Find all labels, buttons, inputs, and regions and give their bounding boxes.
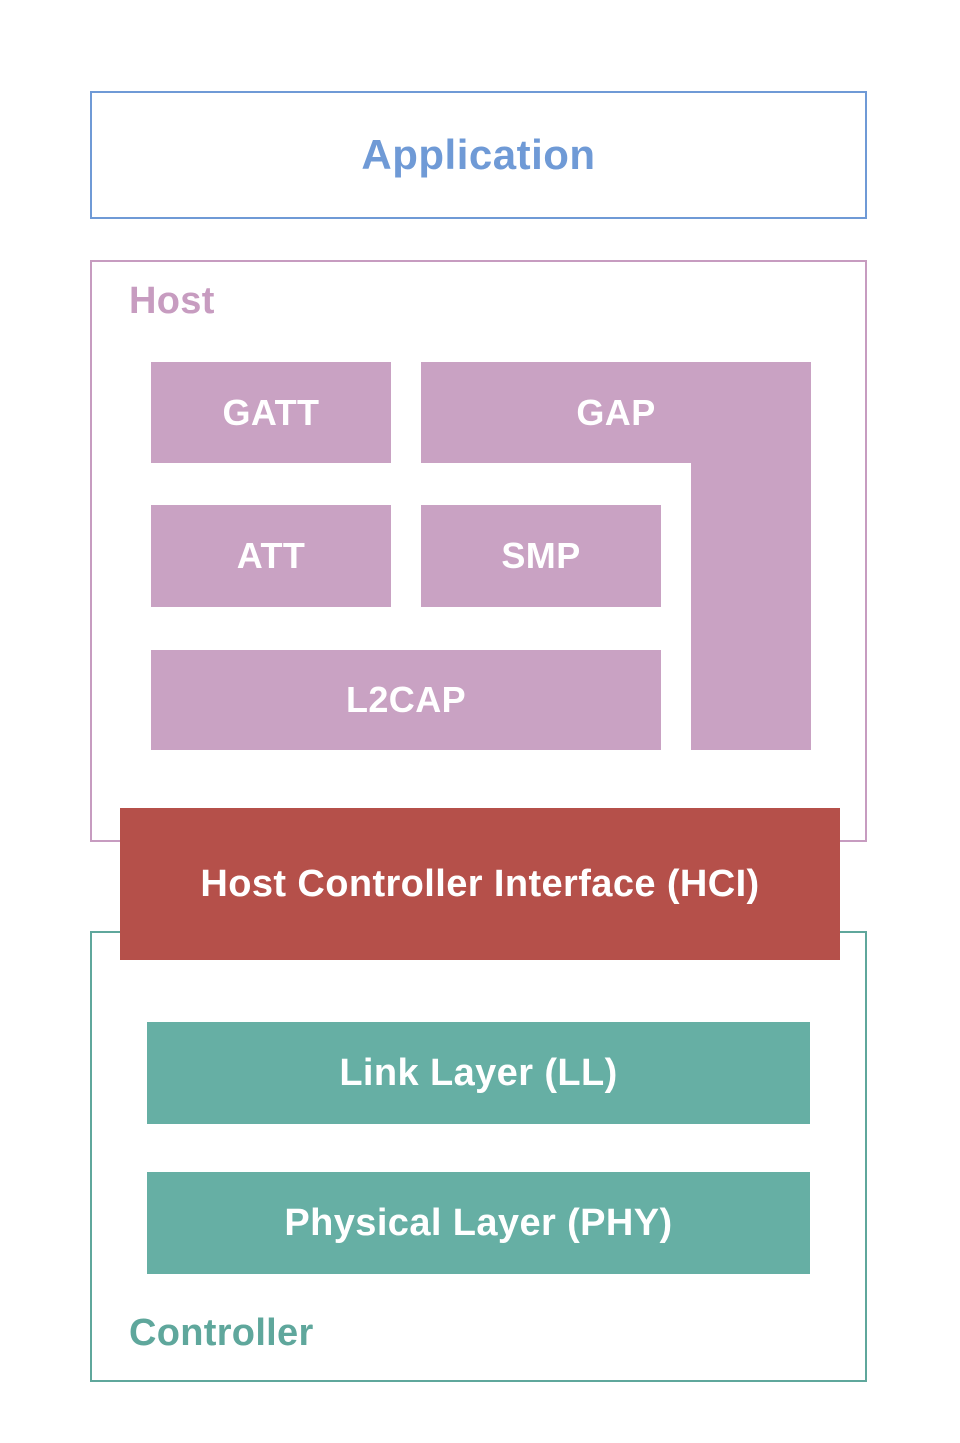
controller-label: Controller xyxy=(129,1312,314,1354)
controller-block-physical-layer: Physical Layer (PHY) xyxy=(147,1172,810,1274)
application-label: Application xyxy=(361,131,596,178)
host-block-l2cap: L2CAP xyxy=(151,650,661,750)
host-block-gatt: GATT xyxy=(151,362,391,463)
host-label: Host xyxy=(129,280,215,322)
controller-block-link-layer: Link Layer (LL) xyxy=(147,1022,810,1124)
application-panel xyxy=(90,91,867,219)
hci-bar: Host Controller Interface (HCI) xyxy=(120,808,840,960)
host-block-att: ATT xyxy=(151,505,391,607)
host-block-smp: SMP xyxy=(421,505,661,607)
